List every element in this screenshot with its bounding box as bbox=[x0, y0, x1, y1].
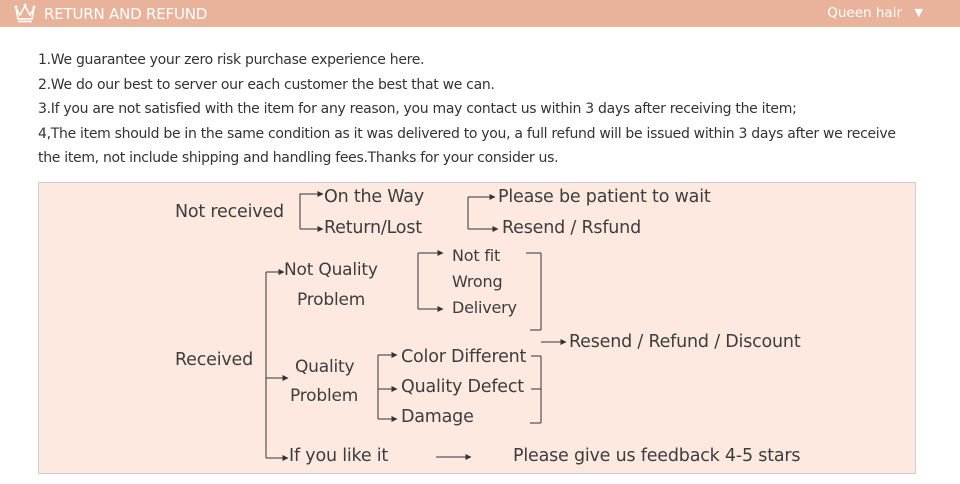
node-not-quality-problem: Problem bbox=[297, 290, 366, 310]
node-resend-refund-discount: Resend / Refund / Discount bbox=[569, 332, 801, 352]
node-quality-problem: Problem bbox=[290, 386, 359, 406]
not-received-bracket bbox=[299, 193, 322, 229]
node-not-quality: Not Quality bbox=[284, 260, 378, 280]
header-bar: RETURN AND REFUND Queen hair ▼ bbox=[0, 0, 960, 27]
policy-line-2: 2.We do our best to server our each cust… bbox=[38, 76, 495, 93]
page-title: RETURN AND REFUND bbox=[44, 5, 208, 23]
node-feedback: Please give us feedback 4-5 stars bbox=[513, 446, 801, 466]
policy-line-3: 3.If you are not satisfied with the item… bbox=[38, 101, 797, 118]
node-wrong: Wrong bbox=[452, 272, 503, 291]
node-if-you-like-it: If you like it bbox=[289, 446, 389, 466]
refund-flow-panel bbox=[38, 182, 916, 474]
policy-line-5: the item, not include shipping and handl… bbox=[38, 150, 559, 167]
node-on-the-way: On the Way bbox=[324, 187, 424, 207]
node-not-received: Not received bbox=[175, 202, 284, 222]
brand-menu[interactable]: Queen hair bbox=[827, 5, 902, 21]
node-damage: Damage bbox=[401, 407, 474, 427]
node-patient: Please be patient to wait bbox=[498, 187, 711, 207]
node-quality: Quality bbox=[295, 357, 355, 377]
node-received: Received bbox=[175, 350, 254, 370]
policy-line-4: 4,The item should be in the same conditi… bbox=[38, 125, 896, 142]
policy-text: 1.We guarantee your zero risk purchase e… bbox=[38, 48, 918, 171]
chevron-down-icon[interactable]: ▼ bbox=[914, 6, 923, 19]
node-return-lost: Return/Lost bbox=[324, 218, 422, 238]
node-color-different: Color Different bbox=[401, 347, 527, 367]
node-resend-rsfund: Resend / Rsfund bbox=[502, 218, 641, 238]
node-quality-defect: Quality Defect bbox=[401, 377, 524, 397]
policy-line-1: 1.We guarantee your zero risk purchase e… bbox=[38, 52, 425, 68]
crown-icon bbox=[14, 3, 36, 23]
node-delivery: Delivery bbox=[452, 298, 517, 317]
node-not-fit: Not fit bbox=[452, 246, 501, 265]
